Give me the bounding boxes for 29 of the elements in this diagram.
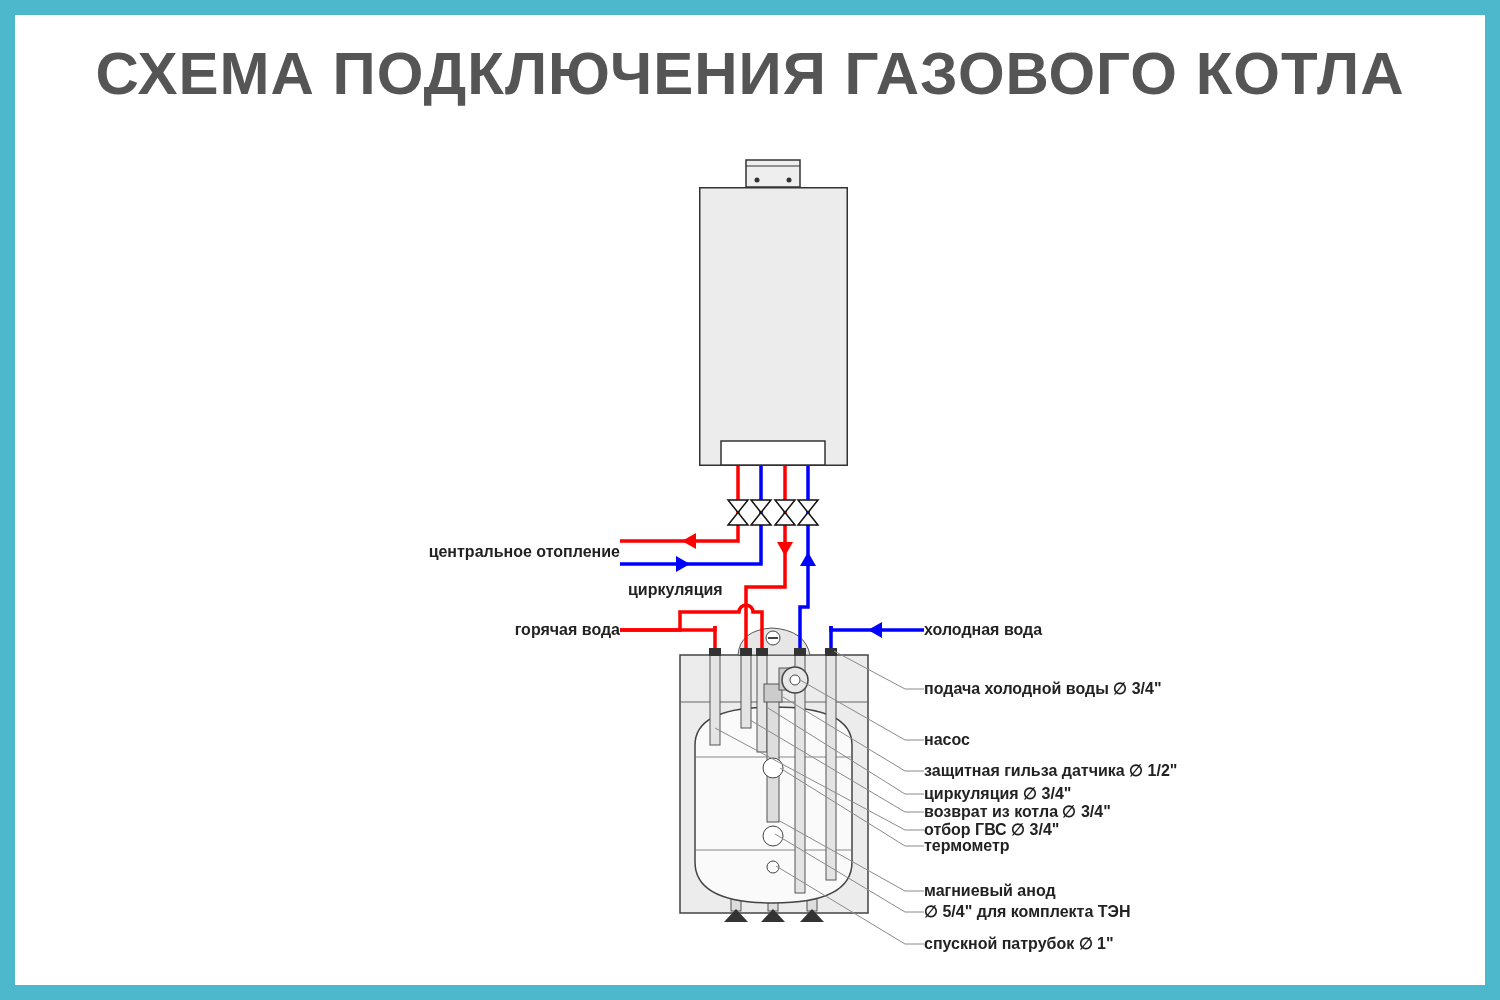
leader-line <box>777 819 925 892</box>
pipe-label: горячая вода <box>440 619 620 641</box>
pipe-arrow <box>798 466 816 626</box>
callout-label: спускной патрубок ∅ 1" <box>924 935 1224 953</box>
pipe-arrow <box>744 466 793 626</box>
callout-label: магниевый анод <box>924 882 1224 900</box>
callout-label: насос <box>924 731 1224 749</box>
pipe-label: холодная вода <box>924 619 1094 641</box>
leader-line <box>767 707 925 795</box>
callout-label: термометр <box>924 837 1224 855</box>
leader-line <box>799 679 925 741</box>
pipe-label: центральное отопление <box>400 541 620 563</box>
pipe-arrow <box>620 466 740 549</box>
callout-label: подача холодной воды ∅ 3/4" <box>924 680 1224 698</box>
gas-boiler-drawing <box>699 158 848 466</box>
leader-line <box>749 719 925 813</box>
leader-line <box>782 696 925 772</box>
pipe-arrow <box>829 622 924 638</box>
title: СХЕМА ПОДКЛЮЧЕНИЯ ГАЗОВОГО КОТЛА <box>95 39 1405 109</box>
callout-label: защитная гильза датчика ∅ 1/2" <box>924 762 1224 780</box>
leader-line <box>774 833 925 913</box>
callout-label: отбор ГВС ∅ 3/4" <box>924 821 1224 839</box>
callout-label: циркуляция ∅ 3/4" <box>924 785 1224 803</box>
leader-line <box>775 865 925 945</box>
pipe-arrow <box>620 466 763 572</box>
leader-line <box>833 650 925 690</box>
callout-label: ∅ 5/4" для комплекта ТЭН <box>924 903 1224 921</box>
callout-label: возврат из котла ∅ 3/4" <box>924 803 1224 821</box>
leader-line <box>779 767 925 847</box>
